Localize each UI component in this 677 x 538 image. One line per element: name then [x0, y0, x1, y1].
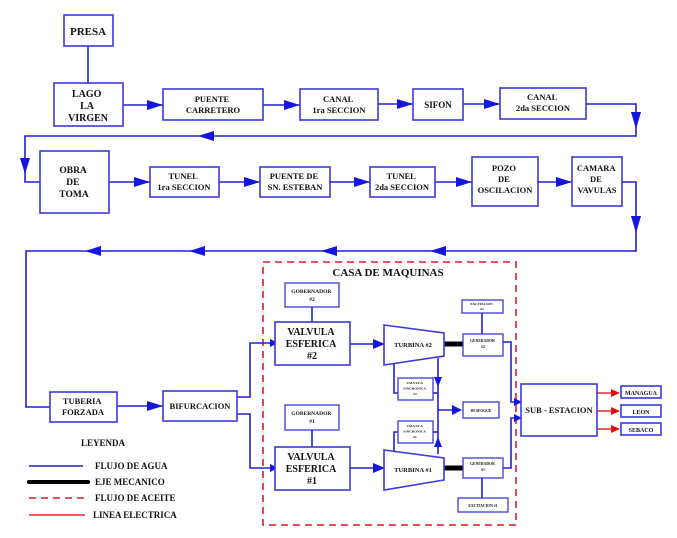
block-pozo-de-oscilacion[interactable]: POZO DE OSCILACION [471, 156, 539, 207]
svg-text:GENERADOR #1: GENERADOR #1 [470, 462, 496, 472]
svg-text:SIFON: SIFON [424, 100, 452, 110]
block-tunel-2da-seccion[interactable]: TUNEL 2da SECCION [369, 166, 436, 198]
svg-text:TURBINA #2: TURBINA #2 [394, 342, 432, 349]
block-valvula-esferica-2[interactable]: VALVULA ESFERICA #2 [274, 321, 351, 366]
block-sebaco[interactable]: SEBACO [620, 422, 662, 436]
block-managua[interactable]: MANAGUA [620, 385, 662, 399]
block-turbina-1[interactable]: TURBINA #1 [383, 449, 445, 491]
svg-text:SUB - ESTACION: SUB - ESTACION [525, 405, 593, 415]
legend-item-electric: LINEA ELECTRICA [93, 510, 177, 520]
svg-text:OBRA DE TOMA: OBRA DE TOMA [59, 166, 89, 200]
svg-text:GOBERNADOR #2: GOBERNADOR #2 [291, 289, 332, 303]
casa-de-maquinas-frame [262, 261, 517, 526]
block-valvula-sincronica-1[interactable]: VALVULA SINCRONICA #1 [397, 420, 434, 444]
block-puente-carretero[interactable]: PUENTE CARRETERO [162, 88, 264, 121]
svg-text:GENERADOR #2: GENERADOR #2 [470, 339, 496, 349]
block-presa[interactable]: PRESA [63, 14, 114, 47]
svg-text:EXCITACION #2: EXCITACION #2 [470, 302, 493, 311]
svg-text:CAMARA DE VAVULAS: CAMARA DE VAVULAS [577, 163, 617, 195]
block-excitacion-1[interactable]: EXCITACION #1 [457, 497, 509, 513]
block-camara-de-vavulas[interactable]: CAMARA DE VAVULAS [571, 156, 623, 207]
casa-de-maquinas-title: CASA DE MAQUINAS [332, 267, 443, 279]
block-tunel-1ra-seccion[interactable]: TUNEL 1ra SECCION [149, 166, 220, 198]
svg-text:TUNEL 2da SECCION: TUNEL 2da SECCION [375, 171, 430, 192]
svg-text:TUNEL 1ra SECCION: TUNEL 1ra SECCION [157, 171, 211, 192]
block-tuberia-forzada[interactable]: TUBERIA FORZADA [49, 391, 118, 423]
block-generador-2[interactable]: GENERADOR #2 [462, 333, 504, 357]
block-canal-1ra-seccion[interactable]: CANAL 1ra SECCION [299, 88, 379, 121]
legend-title: LEYENDA [81, 438, 126, 448]
svg-text:SEBACO: SEBACO [629, 428, 654, 434]
water-flow-arrows [20, 99, 641, 473]
block-generador-1[interactable]: GENERADOR #1 [462, 457, 504, 479]
svg-text:TURBINA #1: TURBINA #1 [394, 467, 432, 474]
svg-text:TUBERIA FORZADA: TUBERIA FORZADA [62, 396, 105, 417]
block-sifon[interactable]: SIFON [412, 88, 464, 121]
block-puente-sn-esteban[interactable]: PUENTE DE SN. ESTEBAN [259, 166, 331, 198]
svg-text:CANAL 1ra SECCION: CANAL 1ra SECCION [312, 94, 366, 115]
svg-text:VALVULA SINCRONICA: VALVULA SINCRONICA #2 [403, 381, 426, 396]
block-gobernador-2[interactable]: GOBERNADOR #2 [284, 282, 340, 308]
block-lago-la-virgen[interactable]: LAGO LA VIRGEN [53, 82, 124, 127]
svg-text:EXCITACION #1: EXCITACION #1 [468, 504, 497, 508]
svg-text:PUENTE CARRETERO: PUENTE CARRETERO [186, 94, 241, 115]
block-desfogue[interactable]: DESFOGUE [462, 401, 500, 419]
svg-text:PUENTE DE SN. ESTEBAN: PUENTE DE SN. ESTEBAN [268, 171, 324, 192]
legend-item-shaft: EJE MECANICO [95, 477, 165, 487]
block-canal-2da-seccion[interactable]: CANAL 2da SECCION [499, 87, 587, 120]
svg-text:BIFURCACION: BIFURCACION [170, 401, 232, 411]
svg-text:VALVULA ESFERICA #: VALVULA ESFERICA #1 [286, 452, 339, 487]
svg-text:DESFOGUE: DESFOGUE [471, 409, 492, 413]
block-valvula-esferica-1[interactable]: VALVULA ESFERICA #1 [274, 446, 351, 491]
svg-text:VALVULA ESFERICA #: VALVULA ESFERICA #2 [286, 327, 339, 362]
block-leon[interactable]: LEON [620, 404, 662, 418]
svg-text:POZO DE OSCILACION: POZO DE OSCILACION [478, 163, 534, 195]
svg-text:LEON: LEON [632, 410, 650, 416]
block-sub-estacion[interactable]: SUB - ESTACION [520, 383, 598, 437]
legend: LEYENDA FLUJO DE AGUA EJE MECANICO FLUJO… [27, 438, 177, 520]
svg-text:MANAGUA: MANAGUA [625, 391, 658, 397]
block-obra-de-toma[interactable]: OBRA DE TOMA [39, 150, 110, 214]
svg-text:CANAL 2da SECCION: CANAL 2da SECCION [516, 92, 571, 113]
block-gobernador-1[interactable]: GOBERNADOR #1 [284, 404, 340, 431]
legend-item-oil: FLUJO DE ACEITE [95, 493, 176, 503]
svg-text:GOBERNADOR #1: GOBERNADOR #1 [291, 411, 332, 425]
svg-text:PRESA: PRESA [70, 26, 106, 38]
legend-item-water: FLUJO DE AGUA [95, 461, 168, 471]
svg-text:VALVULA SINCRONICA: VALVULA SINCRONICA #1 [403, 424, 426, 439]
svg-text:LAGO LA VIRGEN: LAGO LA VIRGEN [68, 89, 109, 124]
block-valvula-sincronica-2[interactable]: VALVULA SINCRONICA #2 [397, 377, 434, 401]
block-excitacion-2[interactable]: EXCITACION #2 [461, 299, 504, 314]
block-bifurcacion[interactable]: BIFURCACION [162, 390, 238, 422]
block-turbina-2[interactable]: TURBINA #2 [383, 324, 445, 366]
electric-lines [596, 389, 620, 433]
